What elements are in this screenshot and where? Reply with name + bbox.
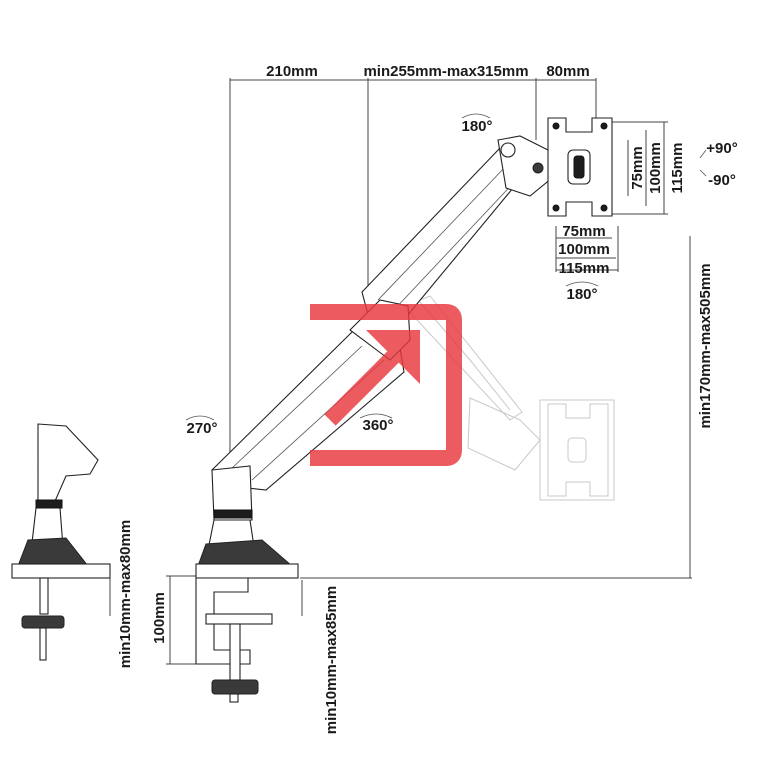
monitor-arm-upper <box>361 135 553 331</box>
dim-desk-thickness-left: min10mm-max80mm <box>117 520 134 668</box>
dim-vesa-horizontal-115: 115mm <box>559 260 610 277</box>
arrow-into-box-icon <box>310 304 462 466</box>
arm-lowered-ghost <box>403 295 615 501</box>
dim-vesa-horizontal-75: 75mm <box>562 223 605 240</box>
desk-base-right <box>195 465 299 703</box>
dim-vesa-vertical-115: 115mm <box>669 143 686 194</box>
rotation-arm-top: 180° <box>461 118 492 135</box>
tilt-down-label: -90° <box>708 172 736 189</box>
vesa-plate <box>547 117 613 217</box>
dim-top-middle: min255mm-max315mm <box>363 63 528 80</box>
tilt-up-label: +90° <box>706 140 737 157</box>
rotation-monitor: 360° <box>362 417 393 434</box>
rotation-markers <box>185 113 599 421</box>
rotation-base: 270° <box>186 420 217 437</box>
rotation-plate: 180° <box>566 286 597 303</box>
leader-lines <box>109 78 707 665</box>
dim-vesa-vertical-75: 75mm <box>629 146 646 189</box>
dim-top-left: 210mm <box>266 63 318 80</box>
dim-vesa-horizontal-100: 100mm <box>558 241 610 258</box>
dim-clamp-height: 100mm <box>151 592 168 644</box>
dim-desk-thickness-right: min10mm-max85mm <box>323 586 340 734</box>
dim-top-right: 80mm <box>546 63 589 80</box>
desk-base-left <box>11 423 111 661</box>
dim-vesa-vertical-100: 100mm <box>647 142 664 194</box>
dim-height-range: min170mm-max505mm <box>697 263 714 428</box>
